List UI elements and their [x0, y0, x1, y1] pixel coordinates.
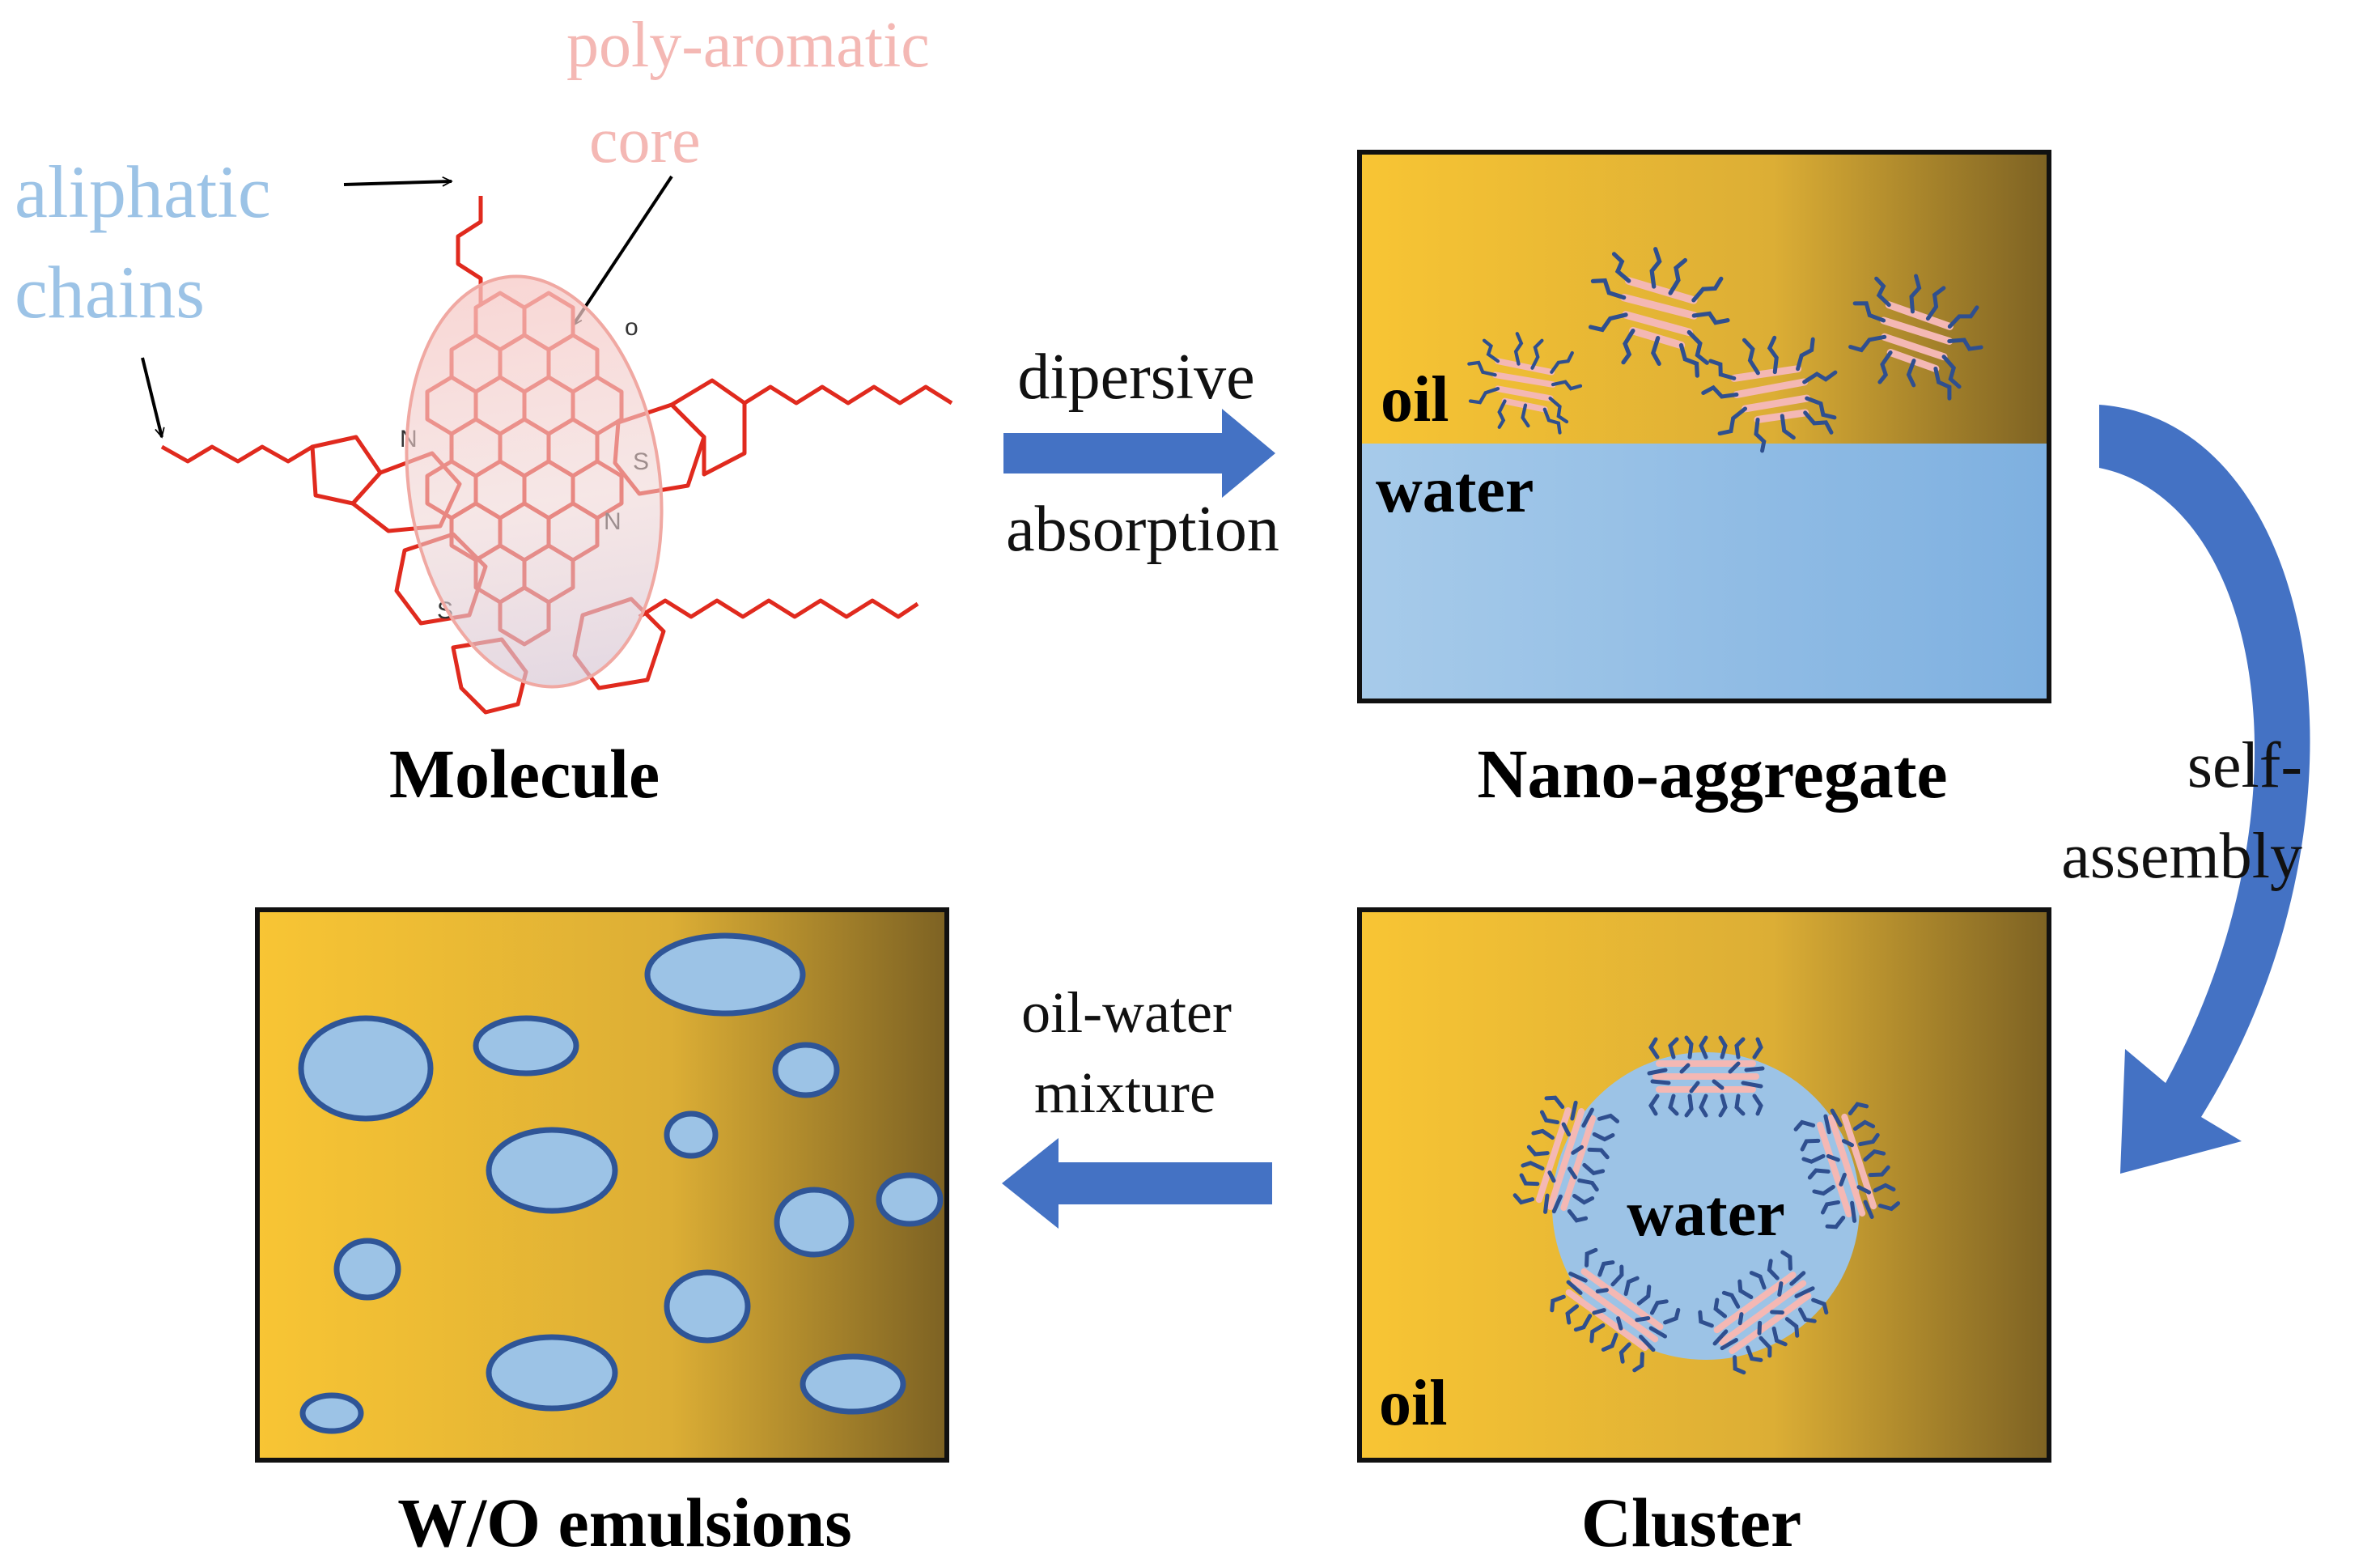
nano-aggregate-caption: Nano-aggregate	[1477, 735, 1947, 813]
molecule-panel: aliphatic chains poly-aromatic core	[15, 10, 953, 813]
emulsions-caption: W/O emulsions	[397, 1484, 851, 1561]
step2-label-line2: assembly	[2061, 821, 2302, 892]
cluster-frame	[1357, 907, 2051, 1463]
step2-label-line1: self-	[2187, 730, 2302, 801]
water-layer	[1360, 444, 2049, 701]
nano-oil-label: oil	[1381, 364, 1449, 435]
pointer-arrow-core	[571, 175, 673, 325]
chains-label: chains	[15, 251, 205, 333]
pointer-arrow-side-chain	[141, 357, 162, 437]
step-self-assembly: self- assembly	[2061, 405, 2310, 1174]
step3-label-line2: mixture	[1034, 1060, 1215, 1125]
water-droplets	[298, 932, 944, 1434]
right-bottom-chain	[638, 598, 919, 619]
water-droplet	[664, 1269, 751, 1344]
aliphatic-label: aliphatic	[15, 151, 271, 233]
water-droplet	[876, 1172, 944, 1227]
left-chain	[160, 444, 314, 464]
oil-layer	[1360, 152, 2049, 444]
water-droplet	[772, 1042, 840, 1098]
water-droplet	[298, 1015, 434, 1122]
molecule-caption: Molecule	[389, 735, 660, 813]
poly-aromatic-label: poly-aromatic	[566, 10, 930, 81]
nano-aggregate-frame	[1357, 150, 2051, 703]
cluster-panel: water oil Cluster	[1357, 907, 2051, 1561]
emulsions-frame	[255, 907, 949, 1463]
water-droplet	[800, 1353, 906, 1415]
emulsions-panel: W/O emulsions	[255, 907, 949, 1561]
step-dispersive-absorption: dipersive absorption	[1003, 342, 1279, 565]
aromatic-core-highlight	[405, 274, 664, 689]
right-arrow-icon	[1003, 409, 1275, 498]
nano-water-label: water	[1376, 455, 1534, 526]
right-top-chain	[743, 384, 953, 406]
atom-o: o	[625, 314, 638, 341]
core-label: core	[589, 105, 701, 176]
step3-label-line1: oil-water	[1021, 980, 1232, 1045]
water-droplet	[486, 1334, 618, 1412]
top-chain	[456, 196, 483, 306]
water-droplet	[664, 1110, 719, 1159]
water-droplet	[333, 1238, 401, 1301]
curved-arrow-icon	[2099, 405, 2310, 1174]
nano-aggregate-panel: oil water Nano-aggregate	[1357, 150, 2051, 813]
water-droplet	[644, 932, 806, 1017]
cluster-water-label: water	[1627, 1178, 1784, 1250]
water-droplet	[486, 1127, 618, 1214]
pointer-arrow-top-chain	[343, 181, 452, 185]
water-droplet	[774, 1187, 855, 1258]
left-arrow-icon	[1002, 1138, 1272, 1229]
water-droplet	[473, 1015, 579, 1077]
step1-label-line1: dipersive	[1017, 342, 1254, 413]
step-oil-water-mixture: oil-water mixture	[1002, 980, 1272, 1229]
water-droplet	[299, 1392, 364, 1434]
cluster-oil-label: oil	[1379, 1368, 1447, 1439]
step1-label-line2: absorption	[1006, 494, 1279, 565]
cluster-caption: Cluster	[1581, 1484, 1801, 1561]
